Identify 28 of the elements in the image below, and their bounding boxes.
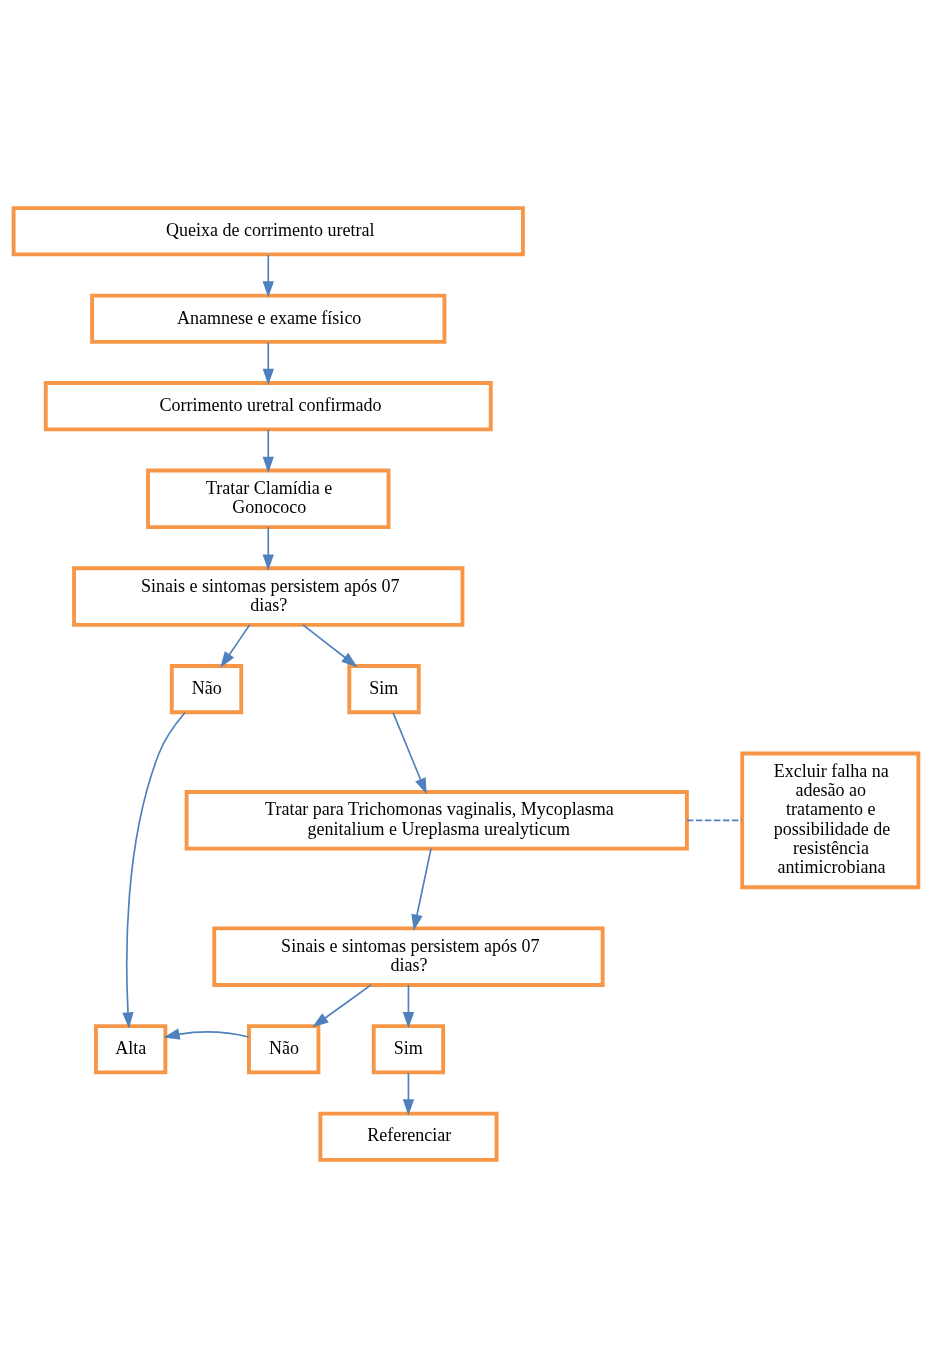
node-box: Corrimento uretral confirmado bbox=[43, 381, 493, 432]
node-box: Sim bbox=[347, 664, 421, 715]
arrow bbox=[262, 254, 274, 298]
arrow bbox=[392, 712, 427, 795]
arrow bbox=[220, 624, 251, 668]
arrow bbox=[163, 1028, 250, 1040]
arrow bbox=[402, 1072, 415, 1116]
node-box: Alta bbox=[94, 1024, 168, 1075]
node-box: Excluir falha na adesão ao tratamento e possibilidade de resistência antimicrobiana bbox=[740, 751, 921, 890]
node-box: Não bbox=[247, 1024, 321, 1075]
node-box: Anamnese e exame físico bbox=[90, 293, 447, 344]
arrow bbox=[262, 428, 274, 473]
node-box: Tratar Clamídia e Gonococo bbox=[146, 468, 391, 530]
arrow bbox=[302, 624, 358, 668]
arrow bbox=[312, 984, 372, 1028]
node-box: Queixa de corrimento uretral bbox=[11, 206, 525, 257]
node-box: Sinais e sintomas persistem após 07 dias? bbox=[72, 566, 465, 627]
arrow bbox=[262, 341, 274, 385]
connector bbox=[686, 819, 743, 822]
node-box: Referenciar bbox=[318, 1111, 499, 1162]
arrow bbox=[402, 984, 415, 1029]
arrow bbox=[262, 526, 274, 571]
node-box: Não bbox=[169, 664, 244, 715]
arrow bbox=[411, 847, 432, 931]
node-box: Tratar para Trichomonas vaginalis, Mycoplasma genitalium e Ureplasma urealyticum bbox=[184, 790, 689, 851]
node-box: Sinais e sintomas persistem após 07 dias? bbox=[212, 926, 605, 987]
node-box: Sim bbox=[371, 1024, 446, 1075]
arrow bbox=[122, 711, 186, 1029]
